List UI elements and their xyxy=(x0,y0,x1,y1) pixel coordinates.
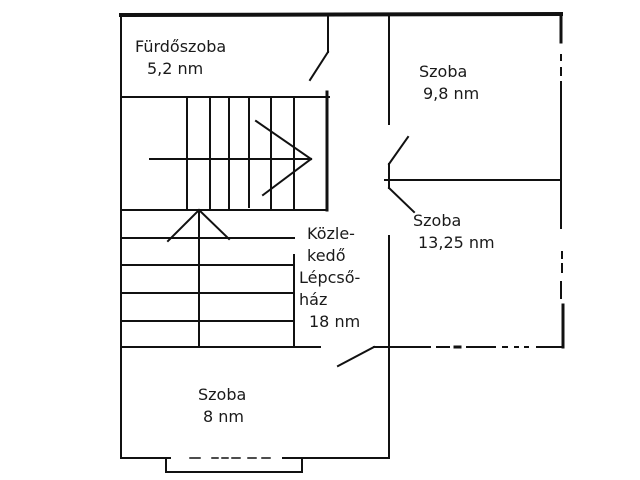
room-label-room-8: Szoba 8 nm xyxy=(198,384,246,428)
room-name: Szoba xyxy=(198,385,247,404)
room-name: Szoba xyxy=(413,211,462,230)
room-label-room-13-25: Szoba 13,25 nm xyxy=(413,210,495,254)
room-name-line1: Közle- xyxy=(307,224,355,243)
room-area: 18 nm xyxy=(309,312,361,331)
room-name-line4: ház xyxy=(299,290,328,309)
bathroom-door xyxy=(308,50,330,82)
room-area: 5,2 nm xyxy=(147,59,204,78)
room-name: Fürdőszoba xyxy=(135,37,227,56)
room-area: 9,8 nm xyxy=(423,84,480,103)
bay-outline xyxy=(165,457,303,473)
room-area: 8 nm xyxy=(203,407,244,426)
room-label-room-9-8: Szoba 9,8 nm xyxy=(419,61,479,105)
room-label-bathroom: Fürdőszoba 5,2 nm xyxy=(135,36,226,80)
room-name: Szoba xyxy=(419,62,468,81)
top-wall xyxy=(118,11,564,18)
room-label-corridor-stairwell: Közle- kedő Lépcső- ház 18 nm xyxy=(299,223,360,333)
room-8-door xyxy=(336,345,376,368)
room-13-25-door xyxy=(387,186,416,214)
room-area: 13,25 nm xyxy=(418,233,495,252)
room-name-line2: kedő xyxy=(307,246,346,265)
room-name-line3: Lépcső- xyxy=(299,268,361,287)
room-9-8-door xyxy=(387,135,410,166)
